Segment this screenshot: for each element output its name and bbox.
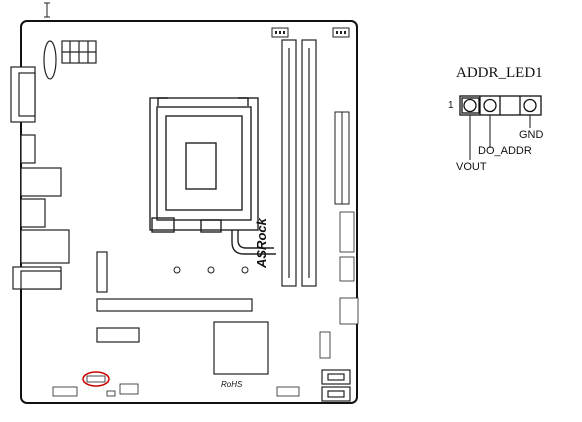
sata-connectors <box>321 369 351 402</box>
atx-power-connector <box>334 111 350 205</box>
pcie-slot-small <box>96 327 140 343</box>
chipset <box>213 321 269 375</box>
battery <box>43 40 57 80</box>
text-cursor-icon <box>44 2 50 18</box>
bottom-headers <box>52 383 300 397</box>
mounting-holes <box>173 266 249 274</box>
front-panel-headers <box>319 211 359 359</box>
pin1-marker: 1 <box>448 100 454 111</box>
header-pin-block <box>459 95 542 116</box>
addr-led-header-on-board <box>86 375 106 383</box>
pin-label-vout: VOUT <box>456 161 487 173</box>
pin-label-gnd: GND <box>519 129 544 141</box>
header-title: ADDR_LED1 <box>456 65 543 81</box>
rear-io-ports <box>10 66 70 290</box>
dimm-slots <box>281 39 317 287</box>
cpu-socket <box>149 97 276 255</box>
cpu-power-connector <box>61 40 97 64</box>
pin-label-do-addr: DO_ADDR <box>478 145 532 157</box>
board-brand-logo: ASRock <box>254 218 269 268</box>
fan-header-pins <box>275 31 346 34</box>
rohs-mark: RoHS <box>221 380 243 389</box>
addr-led-highlight-circle <box>82 371 110 387</box>
pin-leader-lines <box>469 115 531 160</box>
pcie-slot <box>96 298 253 312</box>
m2-slot <box>96 251 108 293</box>
